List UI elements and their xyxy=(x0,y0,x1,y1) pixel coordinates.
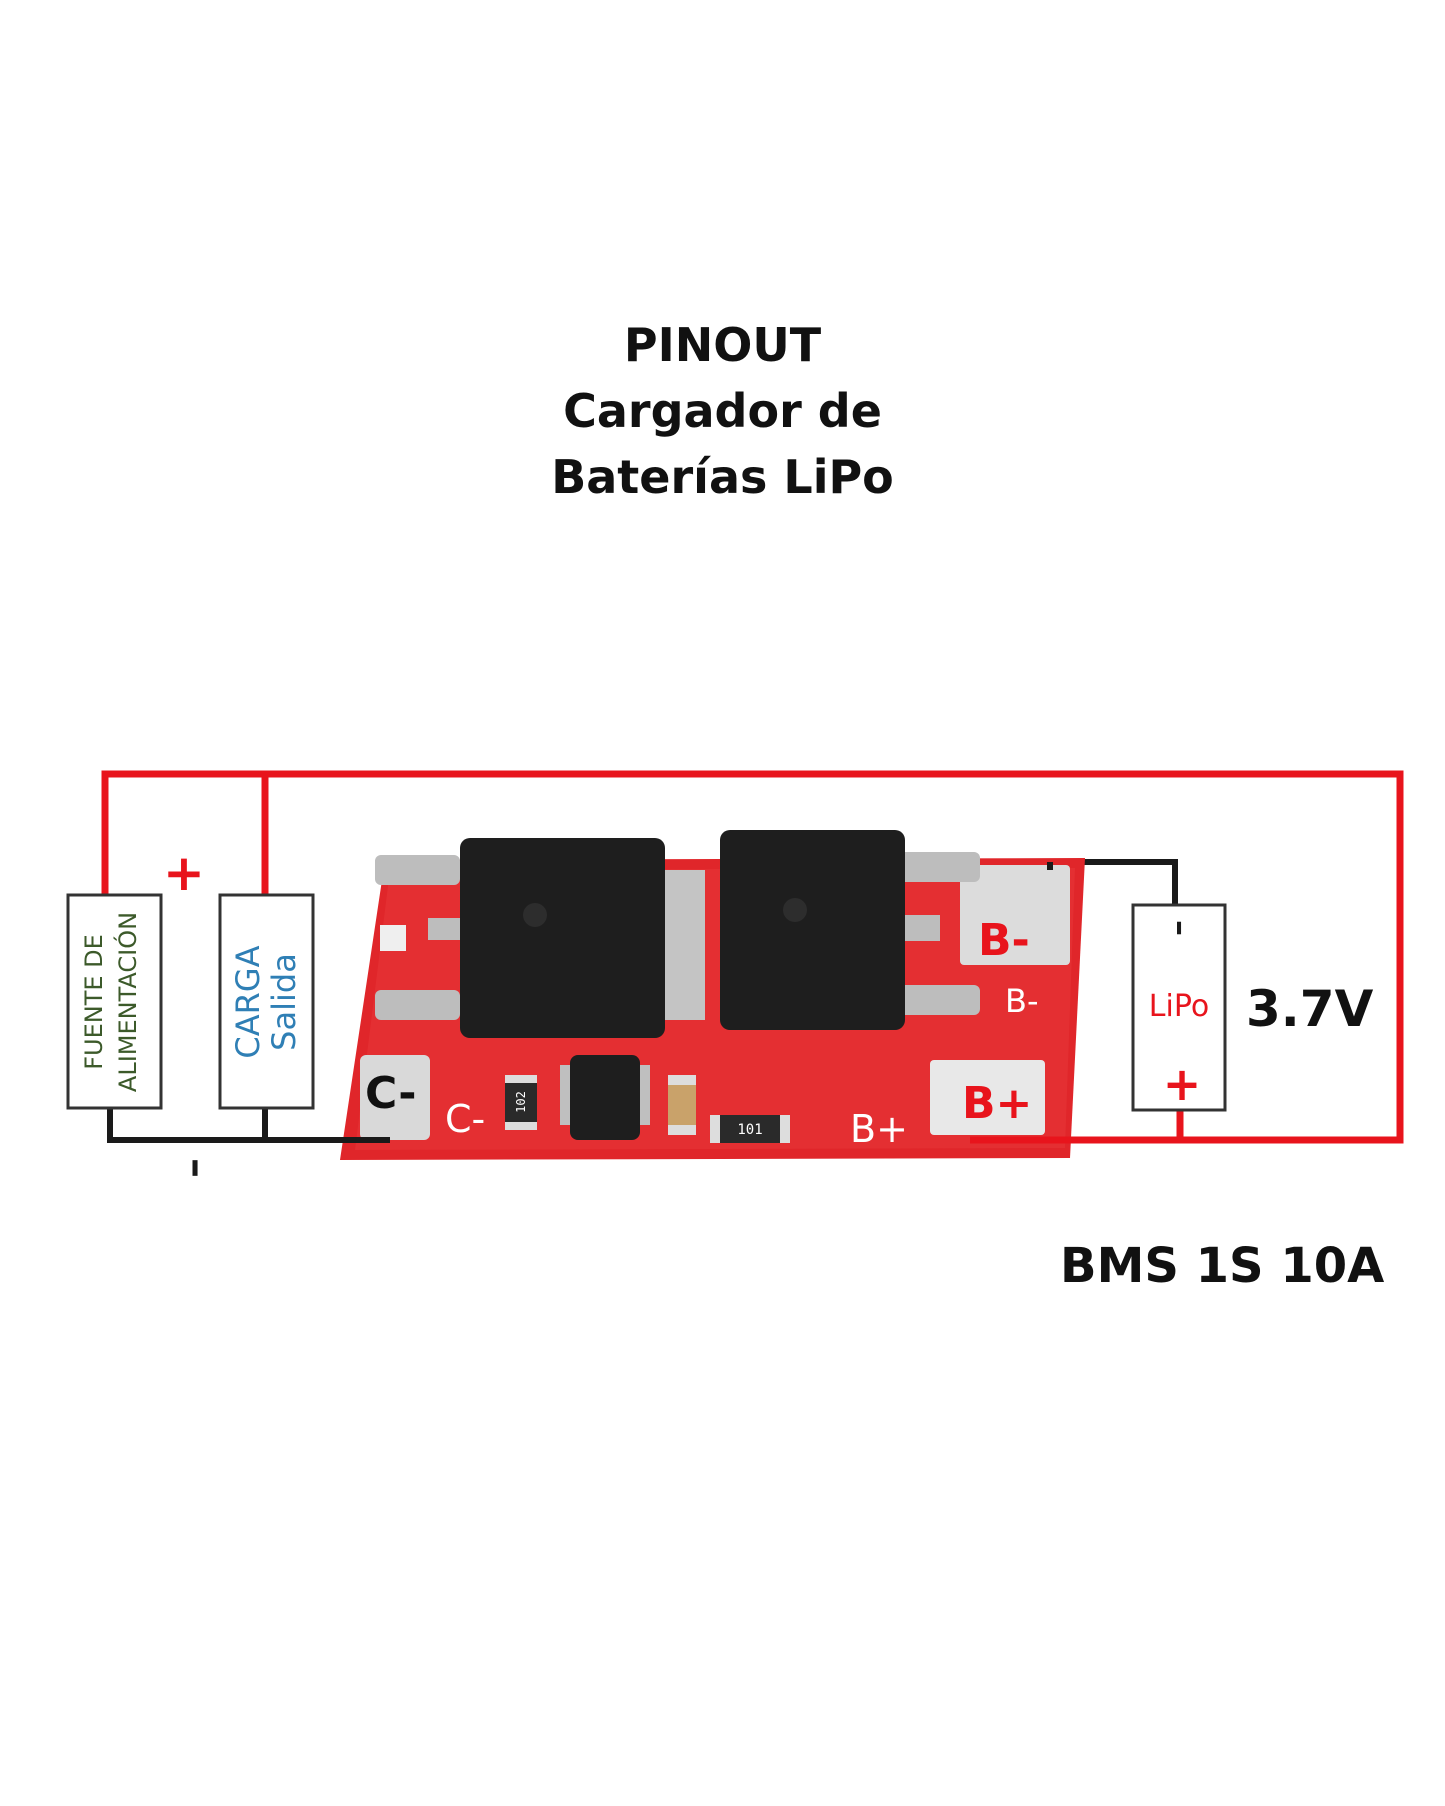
battery-voltage: 3.7V xyxy=(1246,980,1374,1038)
power-supply-label-1: FUENTE DE xyxy=(80,934,108,1070)
supply-plus-marker: + xyxy=(163,844,205,902)
load-label-2: Salida xyxy=(265,953,303,1051)
title-line-3: Baterías LiPo xyxy=(551,450,894,504)
pad-label-c-minus: C- xyxy=(365,1068,417,1119)
resistor-102 xyxy=(505,1075,537,1130)
bms-board: 102 101 C- B+ B- C- B- B+ xyxy=(340,830,1085,1160)
c-minus-pad xyxy=(360,1055,430,1140)
resistor-102-label: 102 xyxy=(514,1091,528,1113)
power-supply-box: FUENTE DE ALIMENTACIÓN xyxy=(66,893,163,1110)
product-name: BMS 1S 10A xyxy=(1060,1238,1385,1294)
mosfet-left xyxy=(460,838,665,1038)
battery-box: – LiPo + xyxy=(1131,903,1227,1112)
silk-b-minus: B- xyxy=(1005,982,1039,1020)
title-line-2: Cargador de xyxy=(563,384,882,438)
pad-label-b-minus: B- xyxy=(978,915,1030,966)
pad-label-b-plus: B+ xyxy=(962,1078,1032,1129)
positive-wiring xyxy=(101,770,1404,1144)
load-box: CARGA Salida xyxy=(218,893,315,1110)
mosfet-right xyxy=(720,830,905,1030)
page-title: PINOUT Cargador de Baterías LiPo xyxy=(0,312,1445,510)
b-minus-pad xyxy=(960,865,1070,965)
silk-b-plus: B+ xyxy=(850,1107,908,1151)
b-plus-pad xyxy=(930,1060,1045,1135)
title-line-1: PINOUT xyxy=(623,318,822,372)
resistor-101 xyxy=(710,1115,790,1143)
power-supply-label-2: ALIMENTACIÓN xyxy=(112,912,142,1092)
silk-c-minus: C- xyxy=(445,1097,485,1141)
battery-minus-marker: – xyxy=(1162,920,1200,936)
battery-plus-marker: + xyxy=(1163,1057,1202,1111)
resistor-101-label: 101 xyxy=(737,1122,762,1138)
load-label-1: CARGA xyxy=(229,945,267,1058)
supply-minus-marker: – xyxy=(174,1158,220,1178)
protection-ic xyxy=(570,1055,640,1140)
battery-label: LiPo xyxy=(1149,989,1209,1024)
